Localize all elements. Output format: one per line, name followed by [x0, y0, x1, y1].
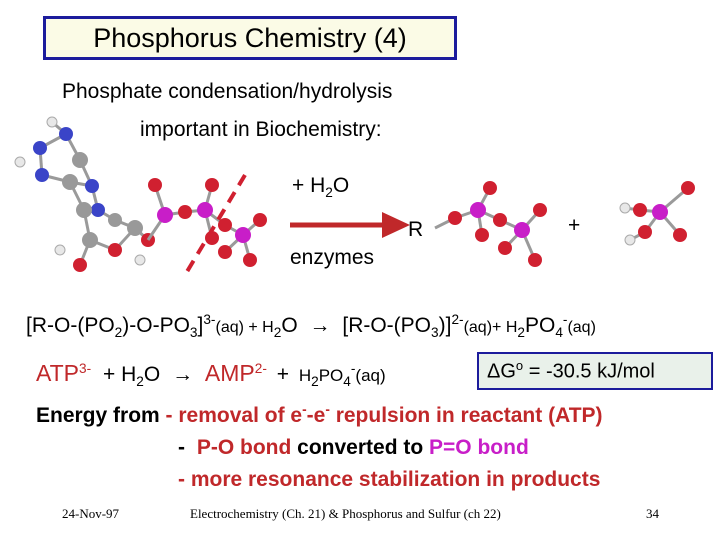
delta-g-box: ΔGo = -30.5 kJ/mol: [477, 352, 713, 390]
product-atoms: [448, 181, 547, 267]
reaction-diagram: [14, 116, 695, 277]
atp-atoms: [14, 116, 155, 272]
r-group-label: R: [408, 218, 424, 241]
condensation-equation: [R-O-(PO2)-O-PO3]3-(aq) + H2O → [R-O-(PO…: [26, 312, 596, 341]
delta-g-value: ΔGo = -30.5 kJ/mol: [487, 358, 655, 383]
title-box: Phosphorus Chemistry (4): [43, 16, 457, 60]
energy-line-3: - more resonance stabilization in produc…: [178, 468, 601, 491]
plus-sign: +: [568, 214, 581, 237]
reagent-label: + H2O: [292, 174, 350, 201]
triphosphate-atoms: [148, 178, 267, 267]
page-title: Phosphorus Chemistry (4): [93, 23, 407, 53]
reaction-arrow: [290, 212, 410, 238]
catalyst-label: enzymes: [290, 246, 375, 269]
atp-hydrolysis-equation: ATP3- + H2O → AMP2- + H2PO4-(aq): [36, 360, 386, 390]
phosphate-atoms: [619, 181, 695, 246]
footer-date: 24-Nov-97: [62, 506, 120, 521]
intro-line-1: Phosphate condensation/hydrolysis: [62, 80, 393, 103]
footer-course: Electrochemistry (Ch. 21) & Phosphorus a…: [190, 506, 501, 521]
energy-line-2: - P-O bond converted to P=O bond: [178, 436, 529, 459]
page-number: 34: [646, 506, 659, 521]
energy-line-1: Energy from - removal of e--e- repulsion…: [36, 402, 603, 427]
intro-line-2: important in Biochemistry:: [140, 118, 382, 141]
